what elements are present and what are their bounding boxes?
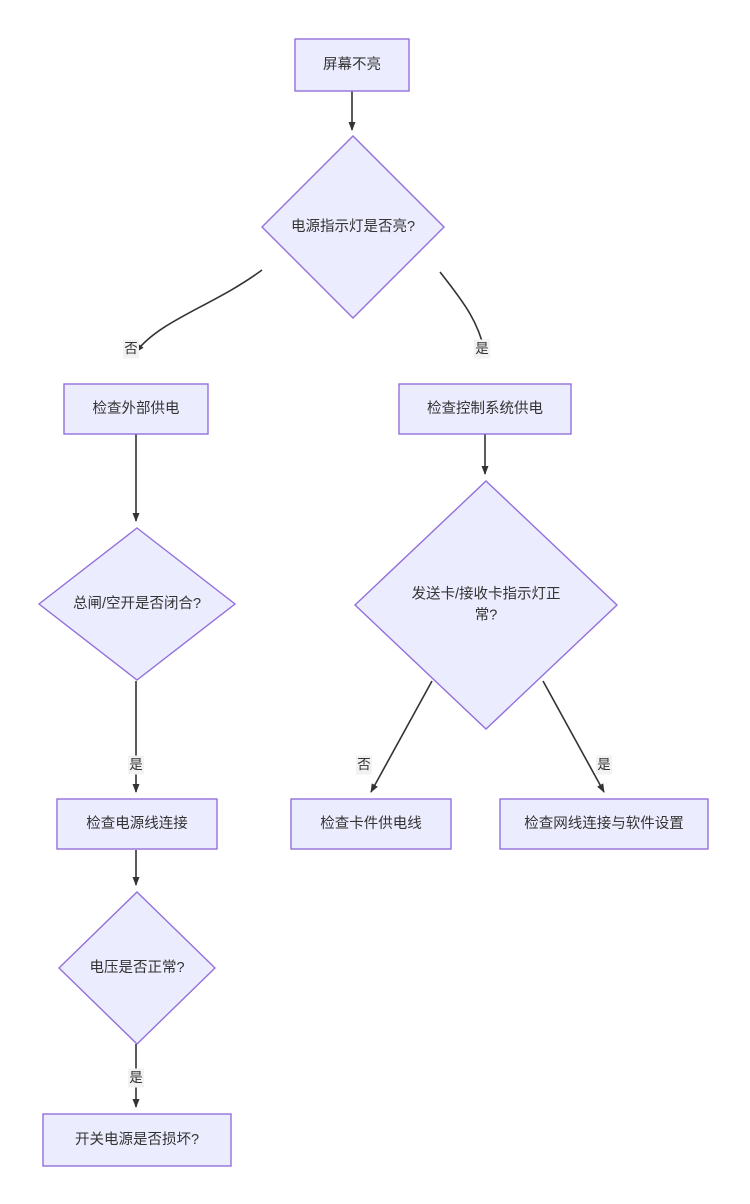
node-label: 检查网线连接与软件设置 <box>524 815 684 832</box>
flow-node-n7[interactable]: 检查电源线连接 <box>56 798 218 850</box>
node-label: 常? <box>475 606 498 623</box>
flow-node-n9[interactable]: 检查网线连接与软件设置 <box>499 798 709 850</box>
node-rect-shape <box>499 798 709 850</box>
flow-node-n5[interactable]: 总闸/空开是否闭合? <box>37 527 237 681</box>
edge-label-text: 是 <box>129 757 143 772</box>
flow-edge <box>370 680 433 793</box>
node-rect-shape <box>290 798 452 850</box>
node-diamond-shape <box>353 480 619 730</box>
node-rect-shape <box>63 383 209 435</box>
node-label: 总闸/空开是否闭合? <box>73 595 201 612</box>
node-diamond-shape <box>57 891 217 1045</box>
edge-label: 否 <box>123 339 139 359</box>
node-label: 检查卡件供电线 <box>320 815 422 832</box>
edge-label-background <box>128 1068 144 1088</box>
node-diamond-shape <box>37 527 237 681</box>
edges-layer <box>132 91 605 1108</box>
flow-edge <box>135 269 263 353</box>
edge-label-text: 是 <box>475 341 489 356</box>
flow-node-n1[interactable]: 屏幕不亮 <box>294 38 410 92</box>
flow-edge <box>542 680 605 793</box>
node-label: 开关电源是否损坏? <box>75 1131 199 1148</box>
edge-label-background <box>596 755 612 775</box>
edge-label-text: 是 <box>129 1070 143 1085</box>
edge-label-background <box>474 339 490 359</box>
node-label: 屏幕不亮 <box>323 56 381 73</box>
node-label: 电压是否正常? <box>89 959 184 976</box>
edge-label: 否 <box>356 755 372 775</box>
edge-label: 是 <box>128 1068 144 1088</box>
edge-label-background <box>128 755 144 775</box>
edge-label: 是 <box>596 755 612 775</box>
flow-node-n10[interactable]: 电压是否正常? <box>57 891 217 1045</box>
edge-labels-layer: 否是是否是是 <box>123 339 612 1088</box>
node-rect-shape <box>42 1113 232 1167</box>
edge-label-background <box>356 755 372 775</box>
node-label: 检查电源线连接 <box>86 815 188 832</box>
flow-node-n11[interactable]: 开关电源是否损坏? <box>42 1113 232 1167</box>
edge-label: 是 <box>128 755 144 775</box>
edge-label-text: 是 <box>597 757 611 772</box>
node-diamond-shape <box>261 135 445 319</box>
edge-label-text: 否 <box>124 341 138 356</box>
node-label: 电源指示灯是否亮? <box>291 218 415 235</box>
edge-label-text: 否 <box>357 757 371 772</box>
node-label: 发送卡/接收卡指示灯正 <box>411 585 560 602</box>
edge-label: 是 <box>474 339 490 359</box>
node-label: 检查外部供电 <box>93 400 180 417</box>
flow-node-n3[interactable]: 检查外部供电 <box>63 383 209 435</box>
flow-node-n4[interactable]: 检查控制系统供电 <box>398 383 572 435</box>
node-rect-shape <box>294 38 410 92</box>
flow-node-n8[interactable]: 检查卡件供电线 <box>290 798 452 850</box>
node-rect-shape <box>398 383 572 435</box>
edge-label-background <box>123 339 139 359</box>
node-label: 检查控制系统供电 <box>427 400 543 417</box>
node-rect-shape <box>56 798 218 850</box>
flow-node-n2[interactable]: 电源指示灯是否亮? <box>261 135 445 319</box>
